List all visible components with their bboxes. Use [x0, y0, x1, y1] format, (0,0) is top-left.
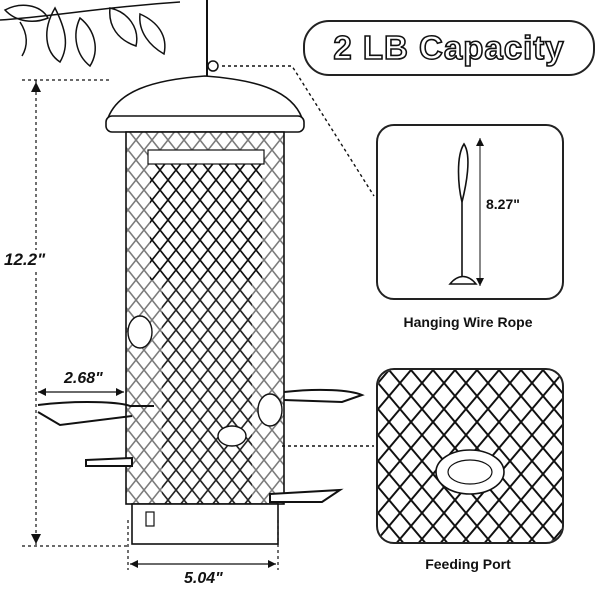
- hanging-wire-caption: Hanging Wire Rope: [403, 314, 533, 330]
- feeding-port-caption: Feeding Port: [425, 556, 511, 572]
- feeding-port-detail: [378, 370, 562, 542]
- capacity-badge: 2 LB Capacity: [303, 20, 595, 76]
- leaf-sketch: [0, 1, 180, 68]
- perch-length-label: 2.68": [64, 370, 103, 388]
- feeding-port-inset: [376, 368, 564, 544]
- base-width-label: 5.04": [184, 570, 223, 588]
- hanging-wire-inset: [376, 124, 564, 300]
- hanging-wire-rope-detail: [448, 138, 484, 286]
- height-dimension-label: 12.2": [4, 250, 46, 270]
- wire-length-label: 8.27": [486, 196, 520, 212]
